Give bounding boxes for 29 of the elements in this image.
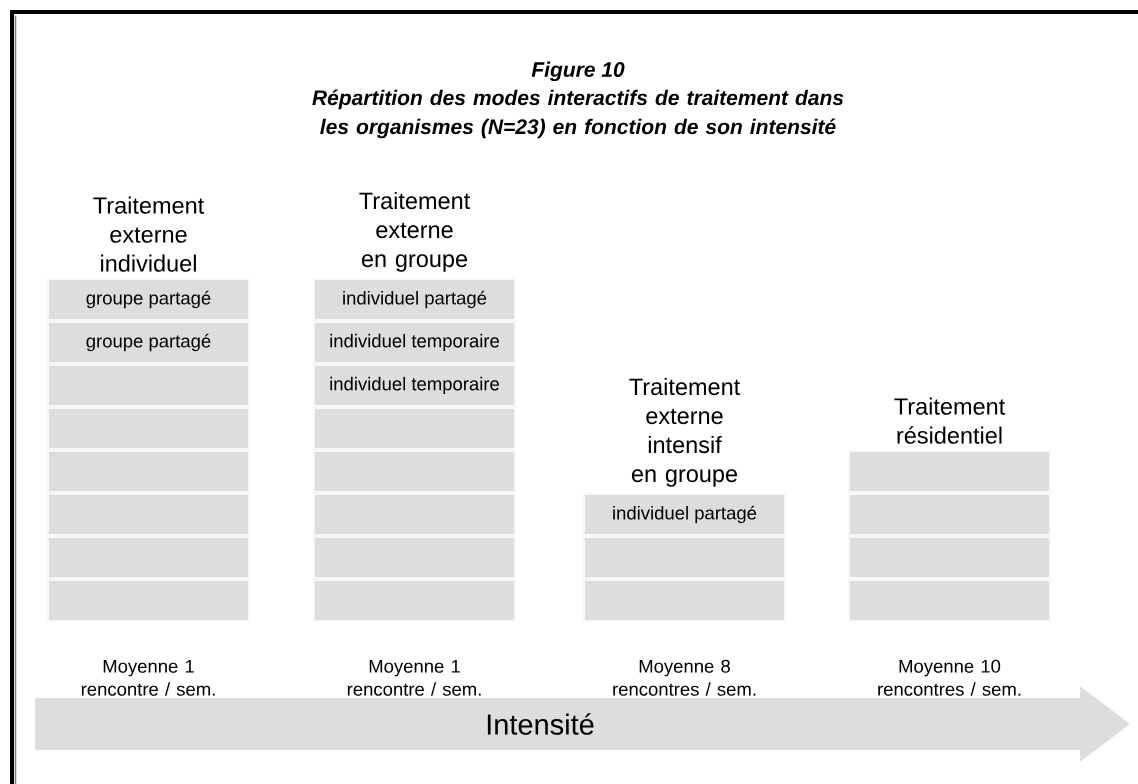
empty-cell bbox=[583, 579, 786, 622]
empty-cell bbox=[848, 450, 1051, 493]
table-cell: groupe partagé bbox=[47, 321, 250, 364]
column-heading: Traitement externe individuel bbox=[93, 196, 205, 272]
table-cell: individuel temporaire bbox=[313, 364, 516, 407]
empty-cell bbox=[848, 579, 1051, 622]
table-cell: individuel partagé bbox=[583, 493, 786, 536]
empty-cell bbox=[313, 493, 516, 536]
empty-cell bbox=[47, 536, 250, 579]
figure-subtitle: Répartition des modes interactifs de traitement dans les organismes (N=23) en fonction de son intensité bbox=[312, 89, 844, 139]
column-heading: Traitement externe intensif en groupe bbox=[629, 377, 741, 487]
empty-cell bbox=[313, 407, 516, 450]
empty-cell bbox=[47, 450, 250, 493]
table-cell: groupe partagé bbox=[47, 278, 250, 321]
column-heading: Traitement résidentiel bbox=[894, 397, 1006, 444]
column-heading: Traitement externe en groupe bbox=[359, 191, 471, 272]
empty-cell bbox=[313, 536, 516, 579]
empty-cell bbox=[47, 407, 250, 450]
empty-cell bbox=[313, 450, 516, 493]
empty-cell bbox=[848, 493, 1051, 536]
empty-cell bbox=[47, 364, 250, 407]
empty-cell bbox=[583, 536, 786, 579]
empty-cell bbox=[848, 536, 1051, 579]
figure-title: Figure 10 bbox=[531, 61, 625, 82]
empty-cell bbox=[47, 579, 250, 622]
table-cell: individuel partagé bbox=[313, 278, 516, 321]
table-cell: individuel temporaire bbox=[313, 321, 516, 364]
empty-cell bbox=[47, 493, 250, 536]
empty-cell bbox=[313, 579, 516, 622]
